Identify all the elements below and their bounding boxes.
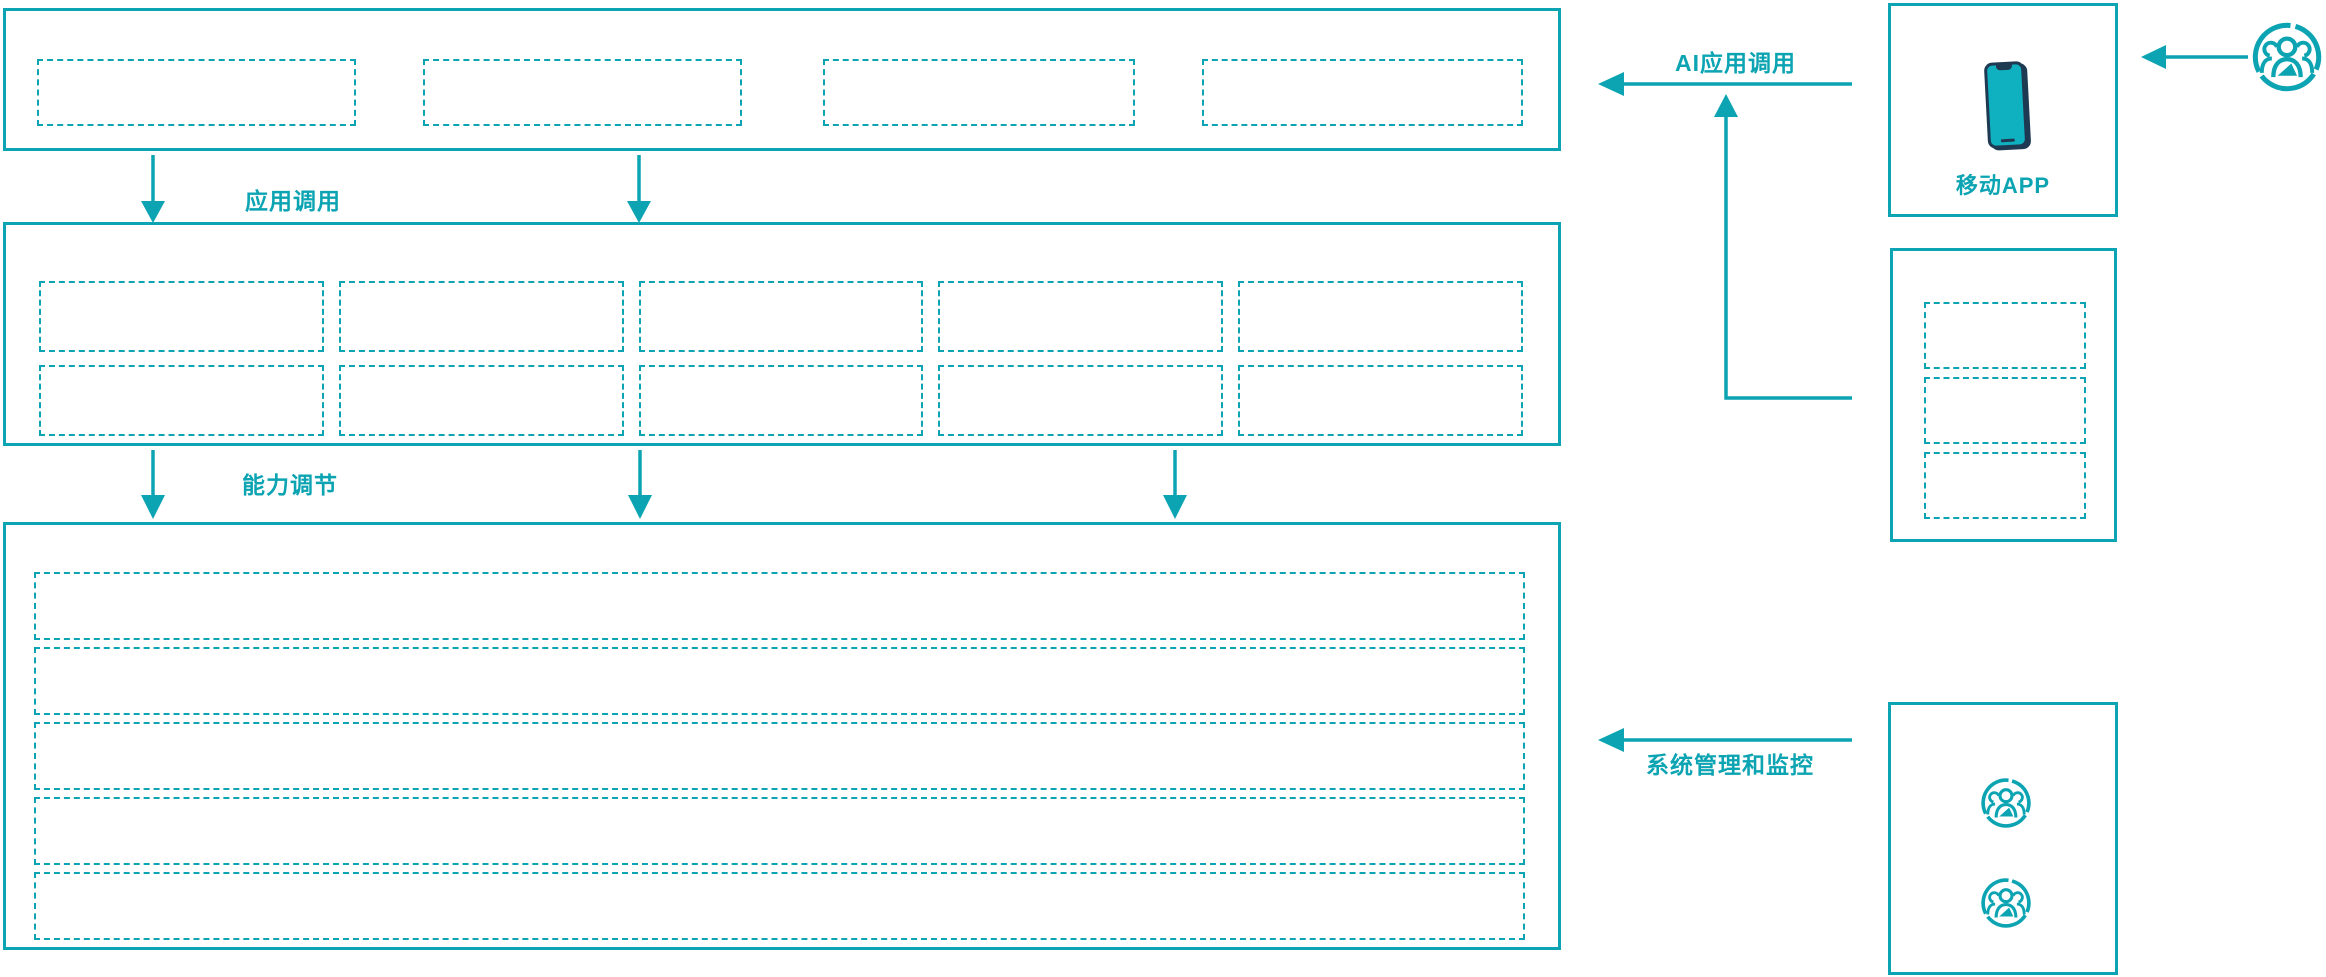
mobile-app-label: 移动APP (1955, 173, 2051, 198)
capability-arrow-3 (1163, 450, 1187, 519)
capability-placeholder-2 (338, 281, 624, 352)
app-placeholder-3 (823, 59, 1135, 126)
model-row-3 (34, 722, 1525, 790)
phone-homebar (2000, 138, 2015, 143)
service-elbow-arrow (1714, 94, 1852, 400)
model-row-1 (34, 572, 1525, 640)
app-call-label: 应用调用 (245, 188, 341, 214)
capability-placeholder-9 (938, 365, 1224, 436)
capability-placeholder-1 (39, 281, 324, 352)
model-row-stack (6, 525, 1558, 947)
app-call-arrow-2 (627, 155, 651, 223)
user-to-mobile-arrow (2141, 45, 2248, 69)
app-call-arrow-1 (141, 155, 165, 223)
mobile-app-box: 移动APP (1888, 3, 2118, 217)
app-placeholder-4 (1202, 59, 1523, 126)
capability-placeholder-3 (638, 281, 924, 352)
service-placeholder-1 (1924, 302, 2086, 369)
model-layer-box (3, 522, 1561, 950)
model-row-4 (34, 797, 1525, 865)
application-layer-box (3, 8, 1561, 151)
capability-grid (6, 225, 1558, 443)
system-monitor-label: 系统管理和监控 (1646, 752, 1814, 778)
capability-placeholder-4 (938, 281, 1224, 352)
model-row-5 (34, 872, 1525, 940)
capability-placeholder-5 (1238, 281, 1523, 352)
phone-notch (1995, 63, 2013, 71)
ai-app-call-label: AI应用调用 (1675, 50, 1796, 76)
service-box (1890, 248, 2117, 542)
admin-user-icon-1 (1980, 777, 2032, 829)
end-user-icon (2251, 21, 2323, 93)
capability-tune-label: 能力调节 (242, 472, 338, 498)
service-placeholder-2 (1924, 377, 2086, 444)
app-placeholder-1 (37, 59, 356, 126)
capability-arrow-1 (141, 450, 165, 519)
capability-placeholder-8 (638, 365, 924, 436)
capability-placeholder-10 (1238, 365, 1523, 436)
capability-placeholder-6 (39, 365, 324, 436)
model-row-2 (34, 647, 1525, 715)
admin-user-icon-2 (1980, 877, 2032, 929)
capability-layer-box (3, 222, 1561, 446)
capability-arrow-2 (628, 450, 652, 519)
app-placeholder-2 (423, 59, 742, 126)
smartphone-icon (1983, 61, 2029, 149)
capability-placeholder-7 (338, 365, 624, 436)
admin-box (1888, 702, 2118, 975)
service-placeholder-3 (1924, 452, 2086, 519)
